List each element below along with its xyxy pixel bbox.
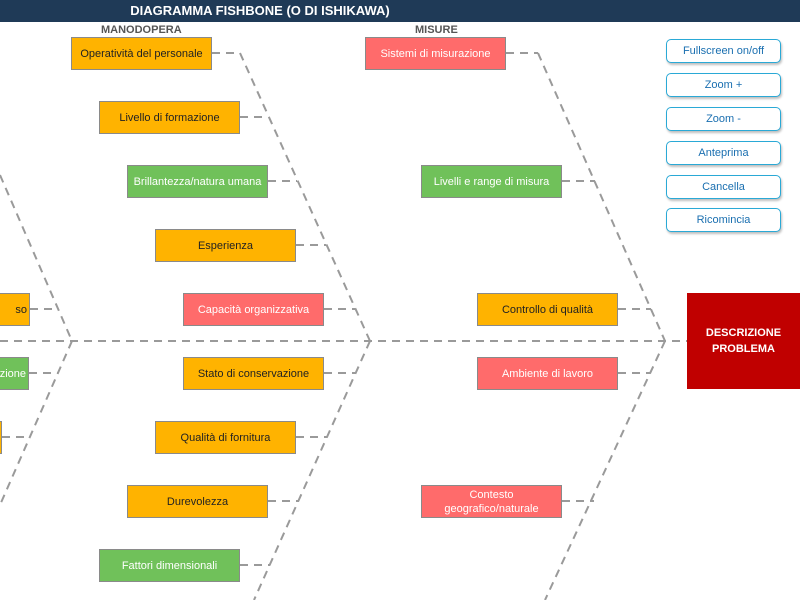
cause-box-ambiente[interactable]: Ambiente di lavoro — [477, 357, 618, 390]
problem-description-box[interactable]: DESCRIZIONE PROBLEMA — [687, 293, 800, 389]
cause-box-operativita[interactable]: Operatività del personale — [71, 37, 212, 70]
cause-box-durevolezza[interactable]: Durevolezza — [127, 485, 268, 518]
cause-box-formazione[interactable]: Livello di formazione — [99, 101, 240, 134]
bone-misure — [537, 52, 666, 342]
title-bar: DIAGRAMMA FISHBONE (O DI ISHIKAWA) — [0, 0, 800, 22]
cause-box-brillantezza[interactable]: Brillantezza/natura umana — [127, 165, 268, 198]
bone-lower-mid — [253, 340, 371, 600]
zoom-out-button[interactable]: Zoom - — [666, 107, 781, 131]
cause-box-conservazione[interactable]: Stato di conservazione — [183, 357, 324, 390]
cause-box-capacita[interactable]: Capacità organizzativa — [183, 293, 324, 326]
cause-box-fornitura[interactable]: Qualità di fornitura — [155, 421, 296, 454]
clear-button[interactable]: Cancella — [666, 175, 781, 199]
category-label-misure: MISURE — [415, 24, 458, 36]
cause-box-dimensionali[interactable]: Fattori dimensionali — [99, 549, 240, 582]
bone-left-lower — [0, 340, 73, 506]
zoom-in-button[interactable]: Zoom + — [666, 73, 781, 97]
cause-box-partial[interactable]: zione — [0, 357, 29, 390]
category-label-manodopera: MANODOPERA — [101, 24, 182, 36]
cause-box-contesto[interactable]: Contesto geografico/naturale — [421, 485, 562, 518]
bone-lower-right — [544, 340, 666, 600]
preview-button[interactable]: Anteprima — [666, 141, 781, 165]
cause-box-range-misura[interactable]: Livelli e range di misura — [421, 165, 562, 198]
bone-left-upper — [0, 174, 73, 342]
cause-box-misurazione[interactable]: Sistemi di misurazione — [365, 37, 506, 70]
cause-box-esperienza[interactable]: Esperienza — [155, 229, 296, 262]
cause-box-controllo-qualita[interactable]: Controllo di qualità — [477, 293, 618, 326]
page-title: DIAGRAMMA FISHBONE (O DI ISHIKAWA) — [130, 3, 390, 18]
fullscreen-toggle-button[interactable]: Fullscreen on/off — [666, 39, 781, 63]
cause-box-partial[interactable]: so — [0, 293, 30, 326]
bone-manodopera — [239, 52, 371, 342]
cause-box-partial[interactable] — [0, 421, 2, 454]
restart-button[interactable]: Ricomincia — [666, 208, 781, 232]
